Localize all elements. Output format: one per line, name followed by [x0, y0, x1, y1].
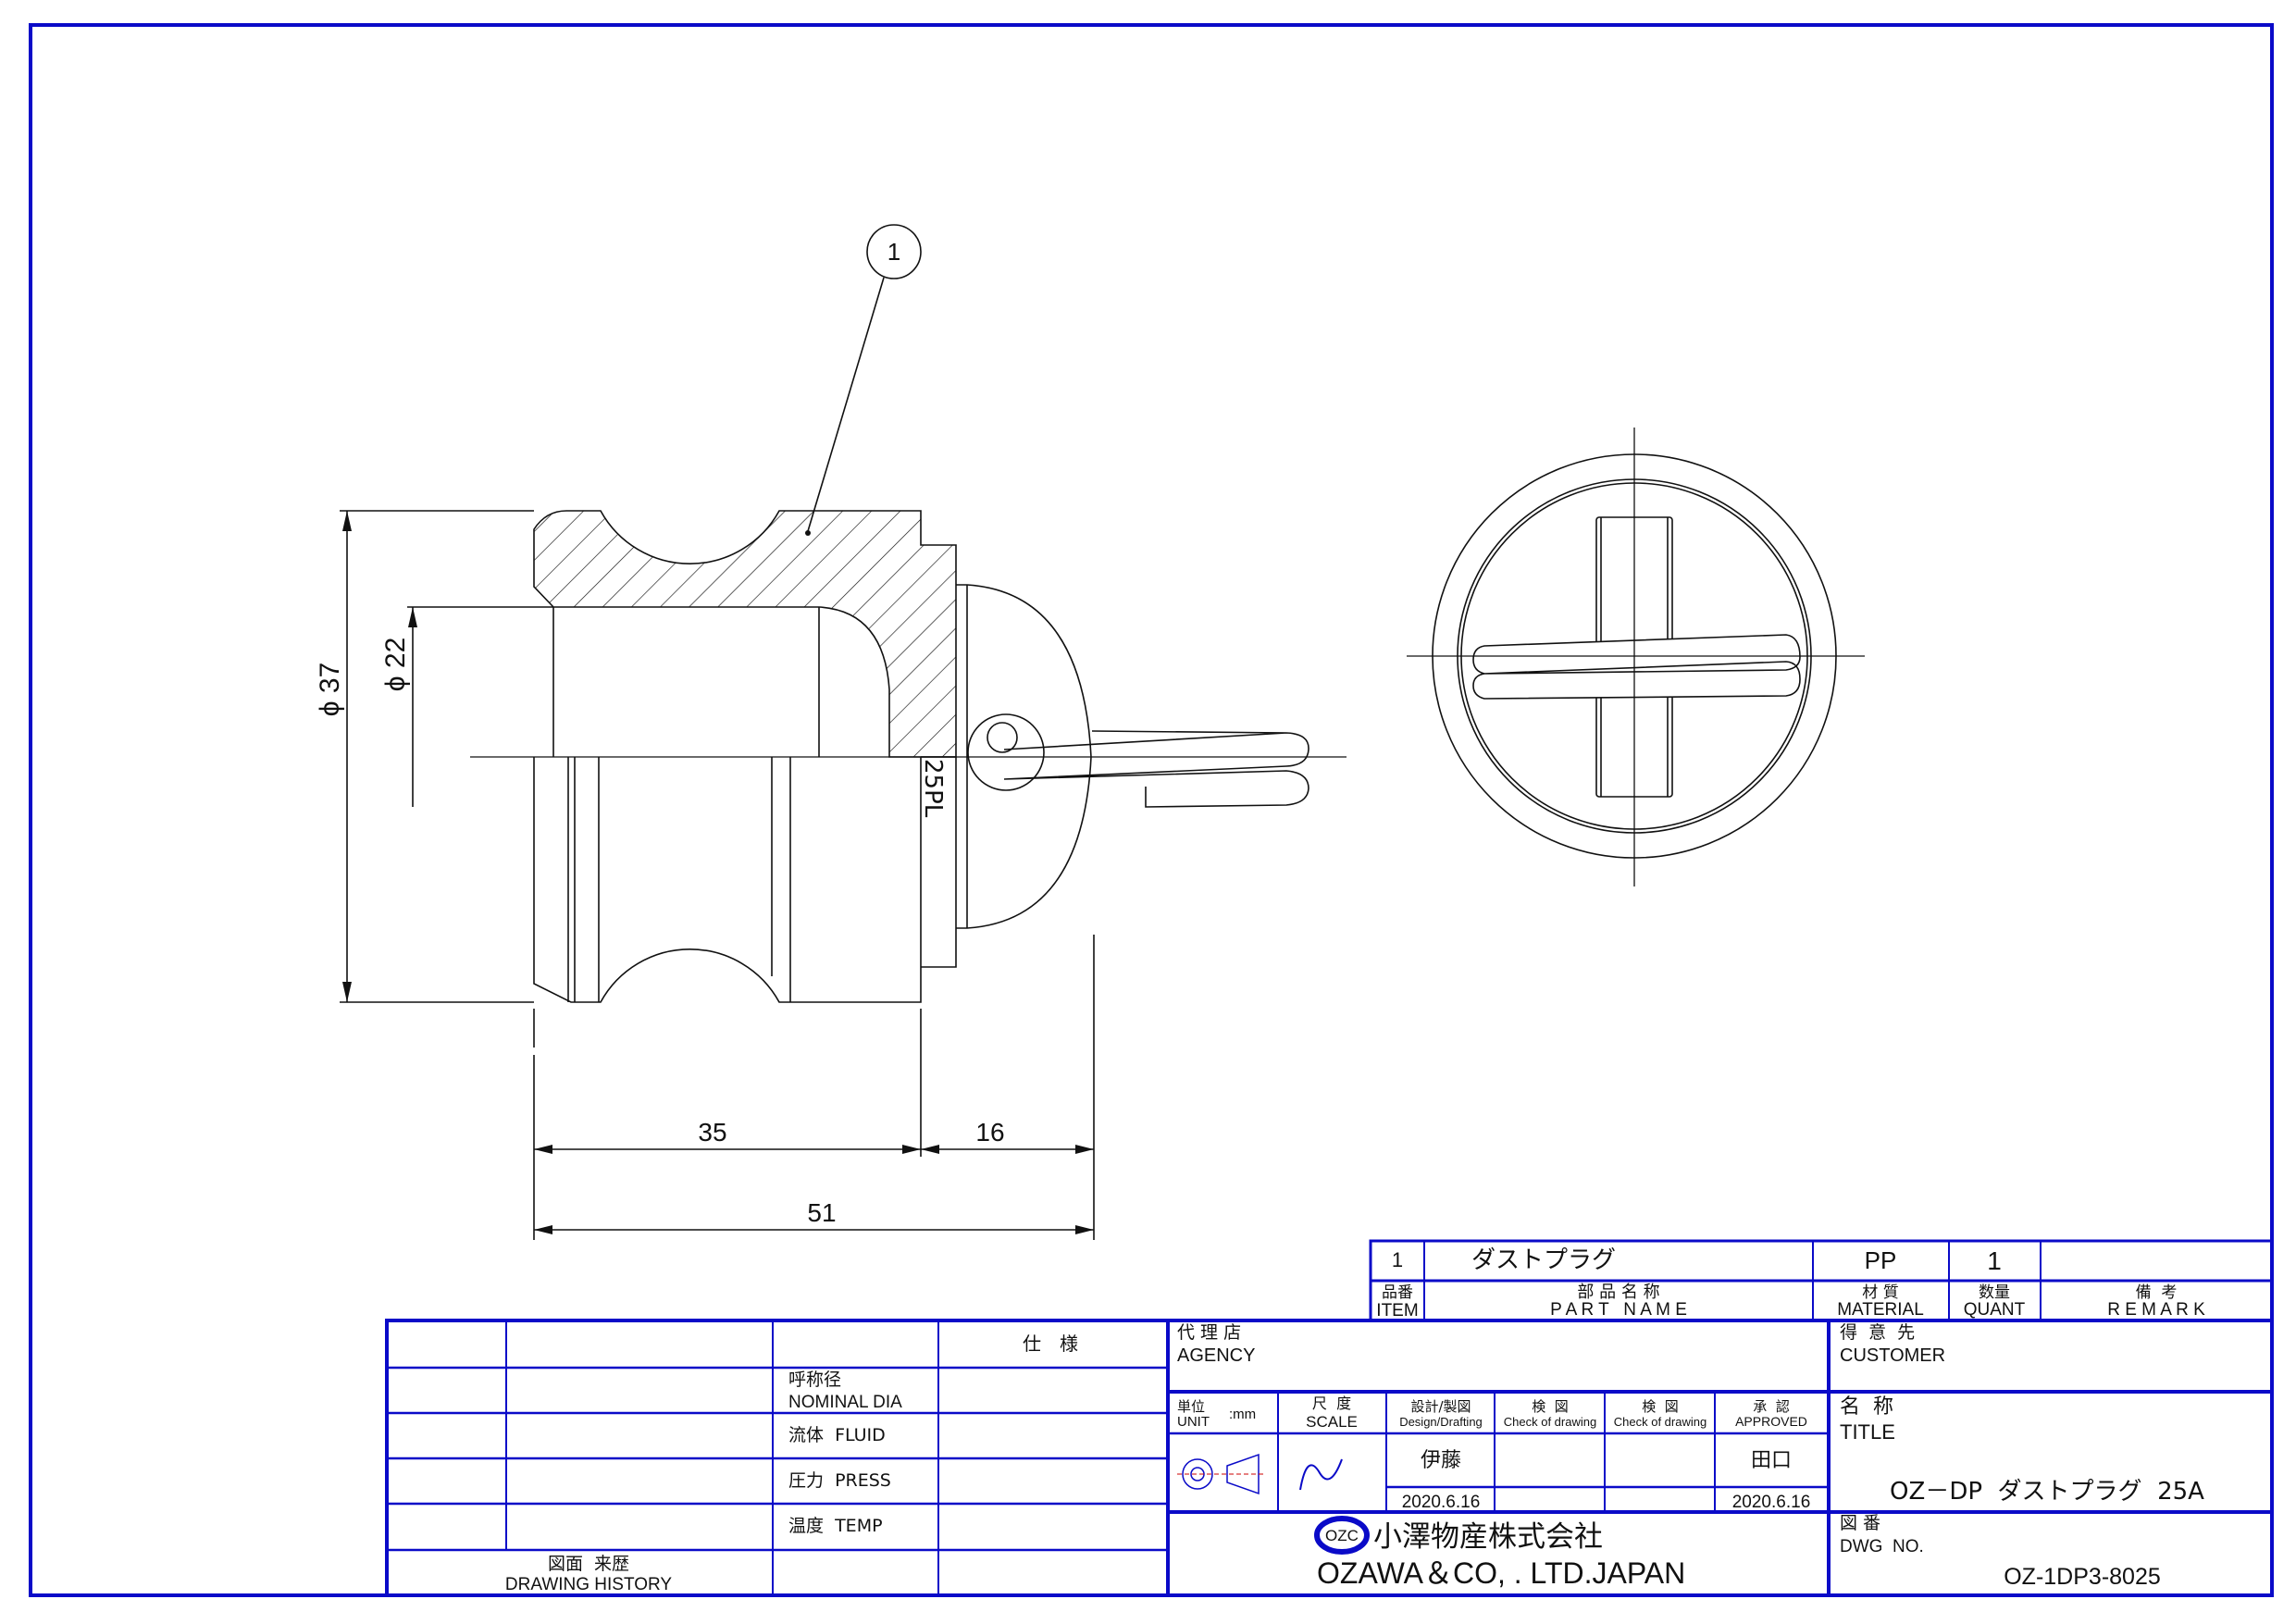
svg-text:35: 35	[698, 1118, 726, 1147]
spec-table: 仕 様 呼称径 NOMINAL DIA 流体 FLUID 圧力 PRESS 温度…	[385, 1319, 2274, 1597]
dimension-dia22: ϕ 22	[380, 606, 553, 807]
dimension-dia37: ϕ 37	[315, 510, 534, 1003]
svg-text:OZC: OZC	[1325, 1527, 1359, 1544]
svg-text:SCALE: SCALE	[1306, 1413, 1358, 1431]
svg-text:温度 TEMP: 温度 TEMP	[788, 1516, 883, 1536]
svg-text:流体 FLUID: 流体 FLUID	[788, 1425, 886, 1445]
part-name: ダストプラグ	[1471, 1246, 1616, 1274]
svg-text:単位: 単位	[1177, 1398, 1205, 1415]
part-item-number: 1	[1392, 1248, 1403, 1271]
engraving-text: 25PL	[919, 759, 947, 818]
svg-text:検 図: 検 図	[1642, 1398, 1679, 1415]
design-date: 2020.6.16	[1402, 1493, 1481, 1512]
approved-date: 2020.6.16	[1732, 1493, 1811, 1512]
svg-text:得 意 先: 得 意 先	[1840, 1322, 1915, 1343]
company-name-jp: 小澤物産株式会社	[1373, 1520, 1603, 1554]
company-logo: OZC	[1314, 1516, 1370, 1555]
svg-text:尺 度: 尺 度	[1312, 1395, 1351, 1412]
designer-name: 伊藤	[1421, 1449, 1461, 1472]
svg-text:備 考: 備 考	[2136, 1283, 2178, 1302]
svg-text:名 称: 名 称	[1840, 1395, 1893, 1419]
scale-nts-icon	[1299, 1458, 1343, 1491]
balloon-leader	[807, 277, 885, 532]
svg-text:Design/Drafting: Design/Drafting	[1399, 1415, 1483, 1429]
company-name-en: OZAWA＆CO, . LTD.JAPAN	[1317, 1556, 1685, 1590]
svg-text:NOMINAL DIA: NOMINAL DIA	[788, 1393, 902, 1412]
approver-name: 田口	[1751, 1449, 1792, 1472]
svg-text:DRAWING HISTORY: DRAWING HISTORY	[505, 1575, 672, 1594]
pull-ring	[967, 713, 1045, 791]
svg-text:図 番: 図 番	[1840, 1513, 1880, 1533]
svg-text:材 質: 材 質	[1862, 1283, 1898, 1302]
svg-text:AGENCY: AGENCY	[1177, 1345, 1255, 1366]
section-hatch	[533, 510, 957, 758]
section-view: 25PL 1 ϕ 37 ϕ 22	[315, 224, 1347, 1240]
svg-text:QUANT: QUANT	[1964, 1300, 2026, 1320]
svg-text:UNIT: UNIT	[1177, 1414, 1210, 1430]
svg-text:Check of drawing: Check of drawing	[1504, 1415, 1596, 1429]
svg-text:図面 来歴: 図面 来歴	[548, 1554, 629, 1574]
svg-text:P A R T N A M E: P A R T N A M E	[1550, 1300, 1687, 1320]
projection-symbol-icon	[1177, 1453, 1264, 1495]
svg-text::mm: :mm	[1229, 1407, 1256, 1422]
svg-text:呼称径: 呼称径	[788, 1370, 841, 1390]
title-block: 代 理 店 AGENCY 得 意 先 CUSTOMER 単位 UNIT :mm …	[1168, 1320, 2272, 1595]
pull-wire	[1003, 730, 1309, 808]
svg-text:ϕ 37: ϕ 37	[315, 663, 345, 717]
svg-text:CUSTOMER: CUSTOMER	[1840, 1345, 1945, 1366]
svg-text:承 認: 承 認	[1753, 1398, 1790, 1415]
svg-text:DWG NO.: DWG NO.	[1840, 1537, 1924, 1556]
spec-header: 仕 様	[1023, 1333, 1078, 1355]
svg-text:16: 16	[975, 1118, 1004, 1147]
svg-text:設計/製図: 設計/製図	[1410, 1398, 1471, 1415]
svg-text:R E M A R K: R E M A R K	[2107, 1300, 2205, 1320]
item-balloon	[866, 224, 922, 279]
wire-loops	[1472, 634, 1801, 700]
svg-text:TITLE: TITLE	[1840, 1420, 1895, 1444]
parts-list: 1 ダストプラグ PP 1 品番 ITEM 部 品 名 称 P A R T N …	[1369, 1239, 2274, 1322]
item-balloon-number: 1	[887, 238, 900, 266]
svg-text:数量: 数量	[1979, 1283, 2010, 1302]
svg-text:ITEM: ITEM	[1376, 1301, 1418, 1320]
svg-text:圧力 PRESS: 圧力 PRESS	[788, 1470, 891, 1491]
svg-text:ϕ 22: ϕ 22	[380, 638, 411, 692]
dimension-lengths: 35 16 51	[533, 935, 1095, 1240]
svg-text:51: 51	[807, 1198, 836, 1227]
svg-text:検 図: 検 図	[1532, 1398, 1569, 1415]
lower-half-outline	[533, 757, 922, 1003]
svg-text:Check of drawing: Check of drawing	[1614, 1415, 1706, 1429]
svg-text:MATERIAL: MATERIAL	[1837, 1300, 1924, 1320]
svg-text:品番: 品番	[1382, 1283, 1413, 1302]
part-quant: 1	[1987, 1246, 2002, 1275]
end-view	[1407, 428, 1865, 886]
svg-text:APPROVED: APPROVED	[1735, 1414, 1807, 1429]
part-material: PP	[1865, 1246, 1897, 1274]
svg-text:代 理 店: 代 理 店	[1177, 1322, 1241, 1343]
drawing-title: OZ－DP ダストプラグ 25A	[1890, 1478, 2204, 1506]
svg-text:部 品 名 称: 部 品 名 称	[1577, 1283, 1659, 1302]
drawing-number: OZ-1DP3-8025	[2004, 1564, 2161, 1590]
